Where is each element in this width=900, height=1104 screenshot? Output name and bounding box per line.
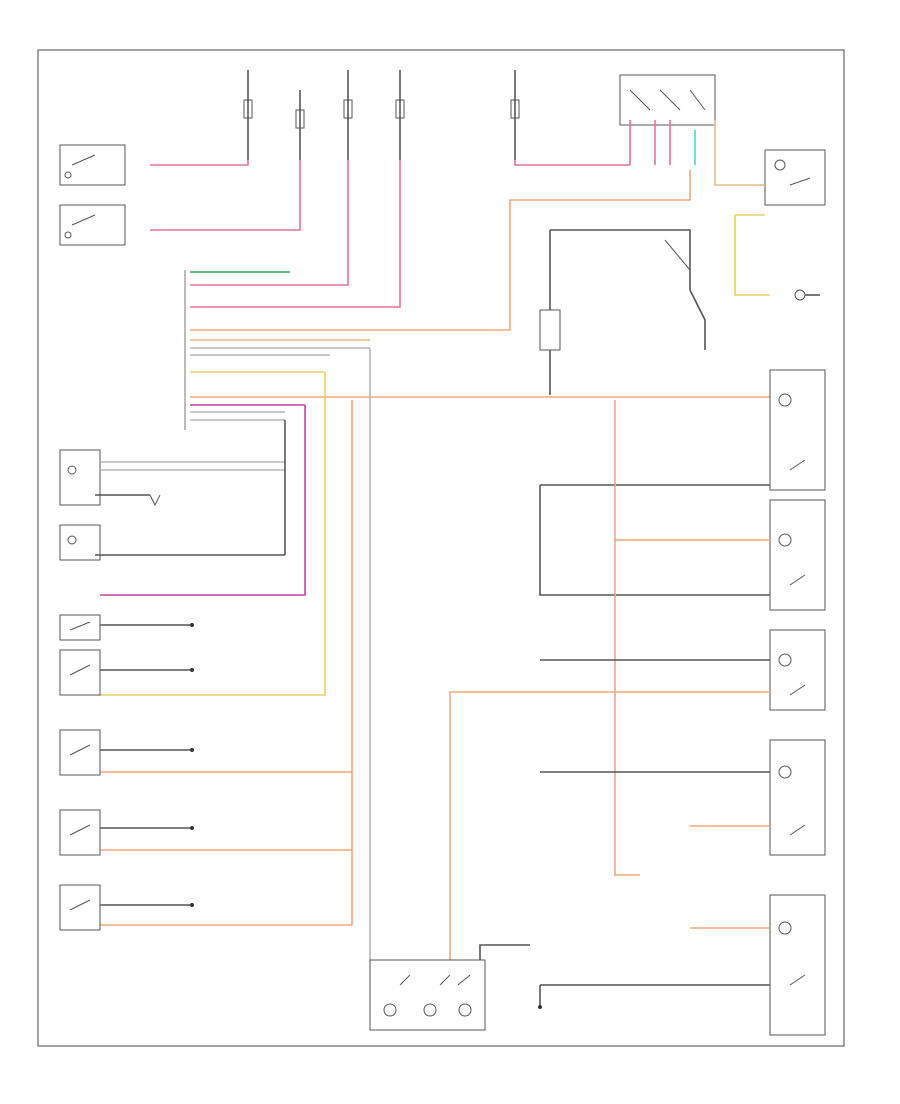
switch-icon	[59, 524, 285, 561]
hazard-switch-box	[619, 74, 716, 126]
lamp-icon	[769, 369, 826, 491]
switch-icon	[59, 449, 150, 506]
fuse-icon	[343, 70, 353, 160]
switch-icon	[59, 614, 194, 641]
switch-icon	[59, 204, 126, 246]
dimmer-module	[369, 944, 530, 1031]
lamp-icon	[769, 499, 826, 611]
lamp-icon	[769, 894, 826, 1036]
fuse-icon	[295, 90, 305, 160]
fuse-icon	[510, 70, 520, 160]
switch-icon	[59, 649, 194, 696]
lamp-icon	[769, 739, 826, 856]
fuse-group-top-left	[243, 70, 520, 160]
fuse-icon	[395, 70, 405, 160]
fuse-icon	[243, 70, 253, 160]
diagram-border	[37, 49, 845, 1047]
relay-box	[539, 229, 706, 395]
relay-box	[764, 149, 826, 206]
switch-icon	[59, 729, 194, 776]
switch-icon	[59, 144, 126, 186]
ground-icon	[538, 1005, 542, 1009]
switch-icon	[59, 809, 194, 856]
switch-icon	[59, 884, 194, 931]
lamp-icon	[794, 289, 820, 301]
lamp-icon	[769, 629, 826, 711]
